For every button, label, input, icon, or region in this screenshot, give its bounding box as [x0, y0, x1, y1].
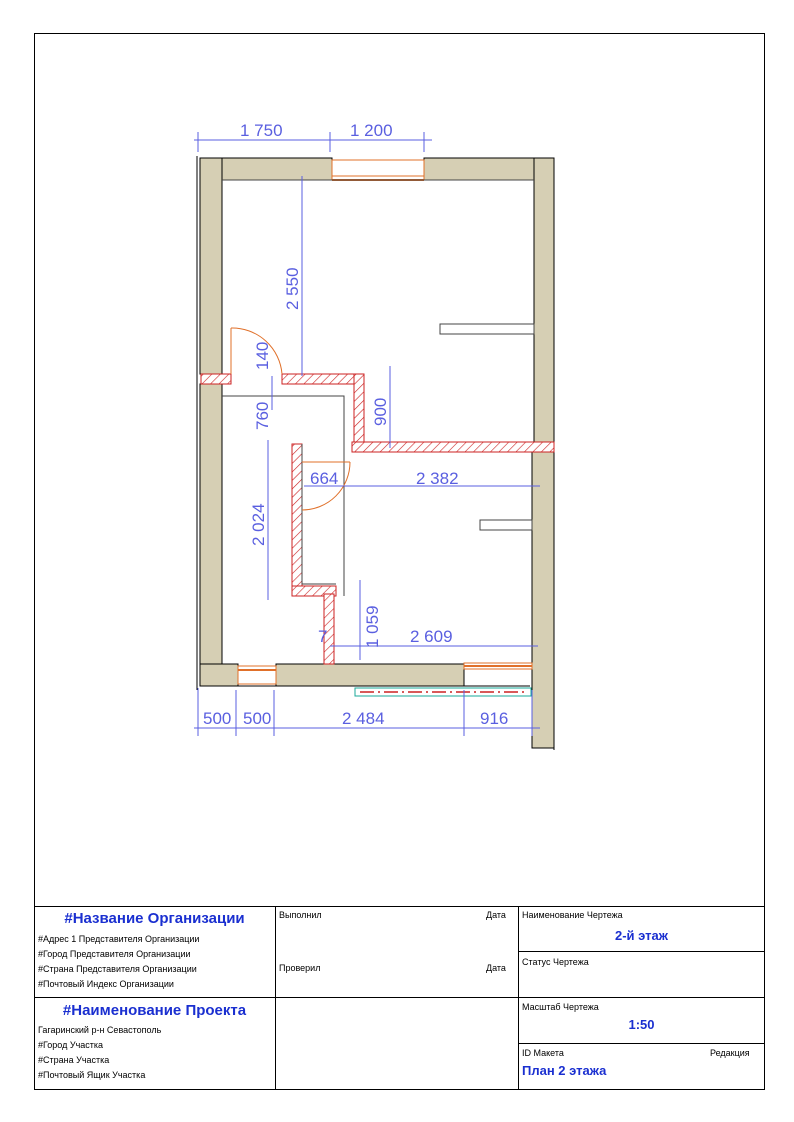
- doors: [230, 327, 351, 511]
- date-label-2: Дата: [486, 963, 506, 973]
- dim-2609: 2 609: [410, 627, 453, 646]
- dim-top-2: 1 200: [350, 121, 393, 140]
- drawing-name-label: Наименование Чертежа: [522, 910, 623, 920]
- org-name: #Название Организации: [64, 910, 245, 927]
- dimension-lines: [194, 132, 540, 736]
- room-outlines: [222, 179, 535, 596]
- drawing-name: 2-й этаж: [615, 928, 668, 943]
- title-block: #Название Организации #Адрес 1 Представи…: [34, 906, 765, 1090]
- project-name: #Наименование Проекта: [62, 1002, 247, 1019]
- layout-name: План 2 этажа: [522, 1063, 607, 1078]
- wall-right-upper: [533, 157, 555, 443]
- floor-plan: 1 750 1 200 2 550 140 760 900 2 024 664 …: [194, 121, 555, 750]
- org-address: #Адрес 1 Представителя Организации: [38, 934, 200, 944]
- balcony-rail: [354, 687, 532, 697]
- dimension-labels: 1 750 1 200 2 550 140 760 900 2 024 664 …: [203, 121, 508, 728]
- dim-7: 7: [318, 627, 327, 646]
- dim-bottom-3: 2 484: [342, 709, 385, 728]
- dim-664: 664: [310, 469, 338, 488]
- dim-2024: 2 024: [249, 503, 268, 546]
- org-country: #Страна Представителя Организации: [38, 964, 197, 974]
- contour-lines: [196, 156, 555, 750]
- wall-left-upper: [199, 157, 223, 375]
- wall-bottom-left: [199, 663, 239, 687]
- site-box: #Почтовый Ящик Участка: [38, 1070, 146, 1080]
- dim-760: 760: [253, 402, 272, 430]
- wall-bottom-mid: [275, 663, 465, 687]
- drawing-sheet-frame: [34, 33, 765, 1090]
- dim-900: 900: [371, 398, 390, 426]
- site-address: Гагаринский р-н Севастополь: [38, 1025, 162, 1035]
- wall-right-lower: [531, 451, 555, 749]
- dim-bottom-2: 500: [243, 709, 271, 728]
- drawing-status-label: Статус Чертежа: [522, 957, 589, 967]
- layout-id-label: ID Макета: [522, 1048, 564, 1058]
- wall-left-lower: [199, 383, 223, 665]
- site-city: #Город Участка: [38, 1040, 104, 1050]
- org-city: #Город Представителя Организации: [38, 949, 191, 959]
- dim-2550: 2 550: [283, 267, 302, 310]
- revision-label: Редакция: [710, 1048, 750, 1058]
- dim-top-1: 1 750: [240, 121, 283, 140]
- dim-2382: 2 382: [416, 469, 459, 488]
- dim-bottom-1: 500: [203, 709, 231, 728]
- scale-value: 1:50: [628, 1017, 655, 1032]
- org-zip: #Почтовый Индекс Организации: [38, 979, 174, 989]
- site-country: #Страна Участка: [38, 1055, 110, 1065]
- date-label-1: Дата: [486, 910, 506, 920]
- exterior-walls: [199, 157, 555, 749]
- interior-partitions: [200, 373, 555, 665]
- performed-label: Выполнил: [279, 910, 322, 920]
- dim-bottom-4: 916: [480, 709, 508, 728]
- wall-top-right: [423, 157, 535, 181]
- dim-1059: 1 059: [363, 605, 382, 648]
- dim-140: 140: [253, 342, 272, 370]
- scale-label: Масштаб Чертежа: [522, 1002, 599, 1012]
- checked-label: Проверил: [279, 963, 321, 973]
